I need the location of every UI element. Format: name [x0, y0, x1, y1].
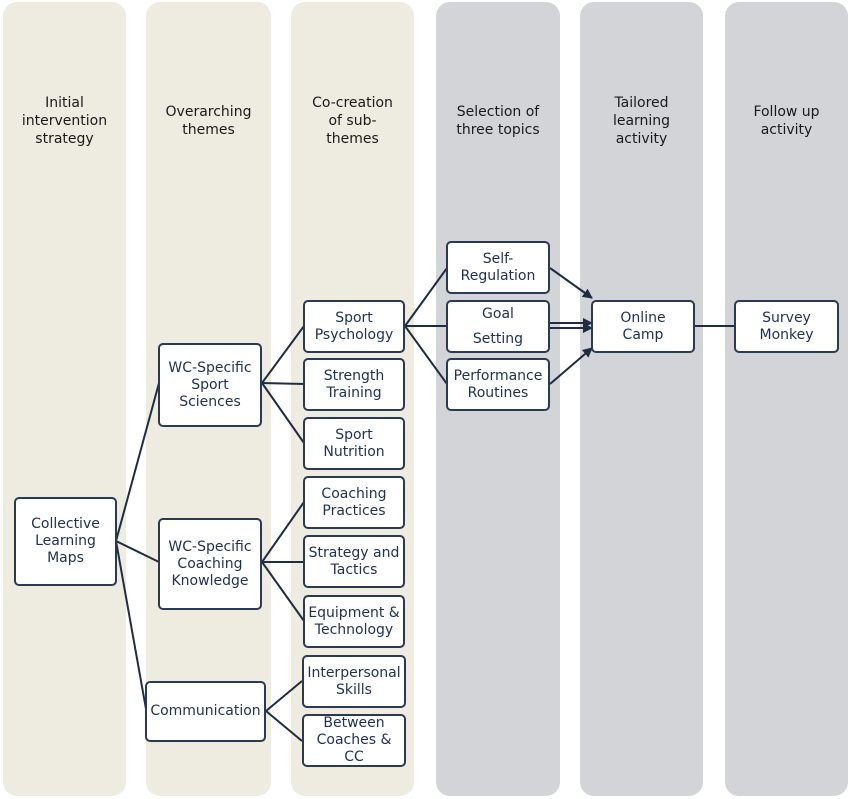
column-title-text: Selection of three topics [456, 104, 540, 138]
column-title: Follow up activity [725, 2, 848, 240]
column-title: Overarching themes [146, 2, 271, 240]
node-between-coaches: Between Coaches & CC [302, 714, 406, 767]
node-label: Communication [150, 703, 261, 719]
column-follow-up: Follow up activity [725, 2, 848, 796]
node-self-regulation: Self- Regulation [446, 241, 550, 294]
node-label: Self- Regulation [460, 250, 536, 284]
column-title-text: Overarching themes [165, 104, 252, 138]
node-strength-training: Strength Training [303, 358, 405, 411]
node-label: Coaching Practices [321, 485, 387, 519]
column-tailored: Tailored learning activity [580, 2, 703, 796]
node-label: Sport Psychology [314, 309, 394, 343]
node-interpersonal-skills: Interpersonal Skills [302, 655, 406, 708]
column-title: Initial intervention strategy [3, 2, 126, 240]
node-label: Goal Setting [472, 305, 524, 347]
column-initial-strategy: Initial intervention strategy [3, 2, 126, 796]
node-performance-routines: Performance Routines [446, 358, 550, 411]
node-label: Survey Monkey [759, 309, 814, 343]
node-label: WC-Specific Sport Sciences [168, 359, 252, 410]
column-title-text: Follow up activity [753, 104, 820, 138]
column-title-text: Initial intervention strategy [21, 95, 108, 147]
column-title: Selection of three topics [436, 2, 560, 240]
node-sport-psychology: Sport Psychology [303, 300, 405, 353]
column-title: Co-creation of sub- themes [291, 2, 414, 240]
node-wc-sport-sciences: WC-Specific Sport Sciences [158, 343, 262, 427]
node-wc-coaching-knowledge: WC-Specific Coaching Knowledge [158, 518, 262, 610]
node-label: Performance Routines [453, 367, 543, 401]
node-label: Equipment & Technology [308, 604, 400, 638]
node-label: Strategy and Tactics [308, 544, 400, 578]
node-label: Collective Learning Maps [31, 516, 100, 566]
node-goal-setting: Goal Setting [446, 300, 550, 353]
node-sport-nutrition: Sport Nutrition [303, 417, 405, 470]
node-strategy-tactics: Strategy and Tactics [303, 535, 405, 588]
node-communication: Communication [145, 681, 266, 742]
column-title-text: Co-creation of sub- themes [312, 95, 393, 147]
column-title: Tailored learning activity [580, 2, 703, 240]
node-equipment-technology: Equipment & Technology [303, 595, 405, 648]
node-online-camp: Online Camp [591, 300, 695, 353]
node-label: Online Camp [620, 309, 666, 343]
node-label: Strength Training [323, 367, 385, 401]
node-label: Interpersonal Skills [307, 664, 401, 698]
node-label: Between Coaches & CC [316, 715, 392, 765]
column-title-text: Tailored learning activity [612, 95, 671, 147]
node-survey-monkey: Survey Monkey [734, 300, 839, 353]
node-coaching-practices: Coaching Practices [303, 476, 405, 529]
node-label: WC-Specific Coaching Knowledge [168, 538, 252, 589]
node-label: Sport Nutrition [323, 426, 385, 460]
node-collective-learning-maps: Collective Learning Maps [14, 497, 117, 586]
